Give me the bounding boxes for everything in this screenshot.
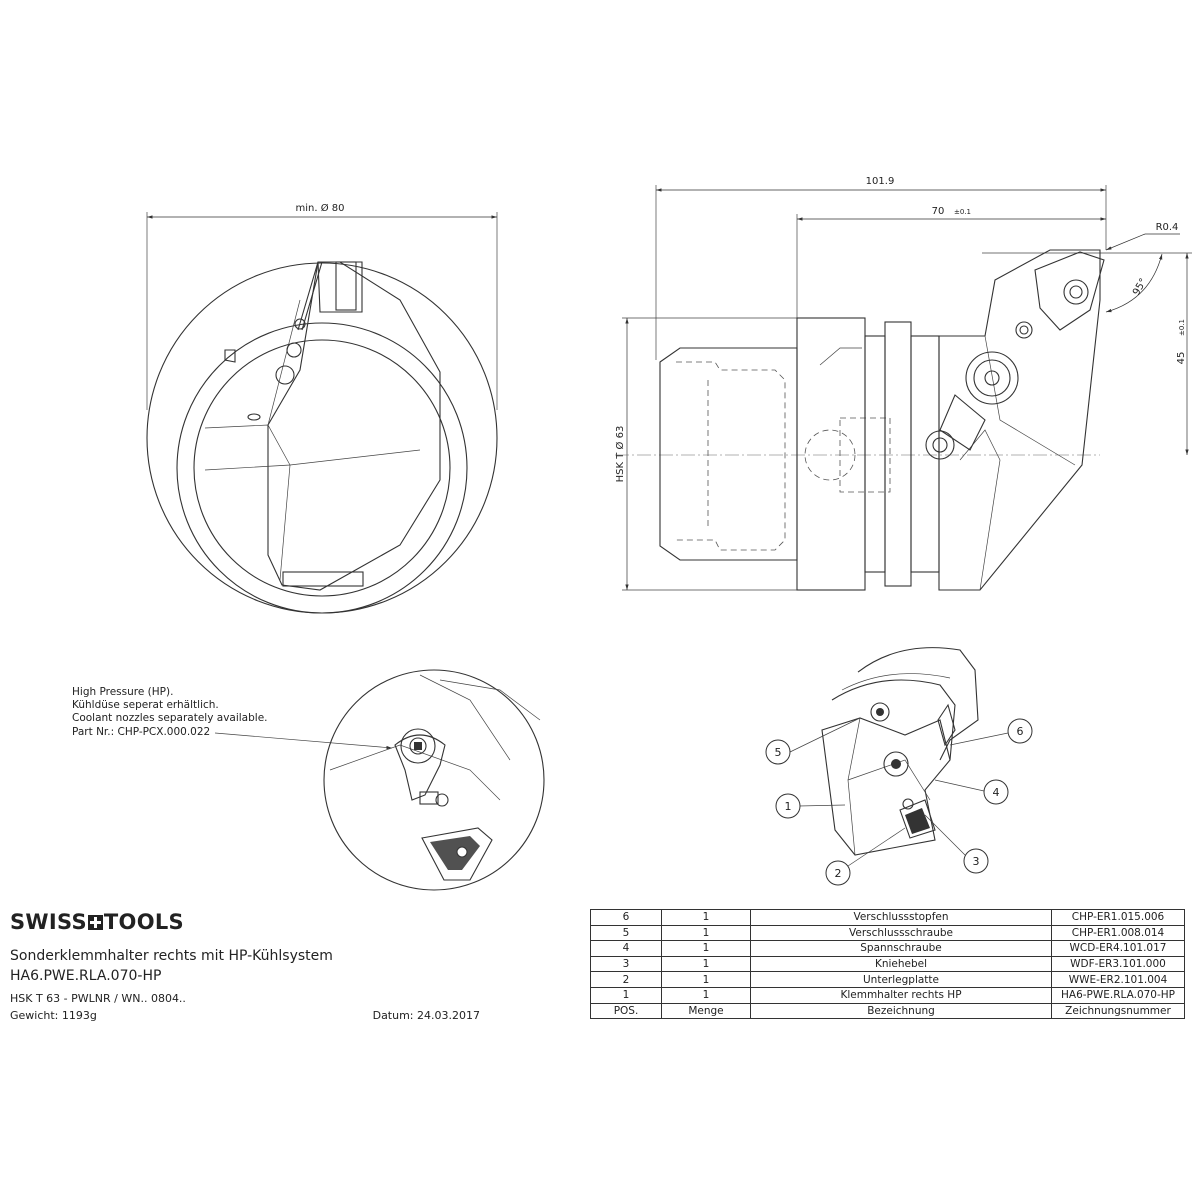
cell-pos: 4 — [590, 940, 662, 957]
date: Datum: 24.03.2017 — [372, 1009, 480, 1022]
table-row: 5 1 Verschlussschraube CHP-ER1.008.014 — [590, 924, 1185, 942]
brand-left: SWISS — [10, 910, 87, 934]
dim-angle: 95° — [1131, 277, 1149, 298]
cell-qty: 1 — [661, 986, 751, 1004]
cell-name: Verschlussstopfen — [750, 909, 1052, 926]
balloon-2: 2 — [835, 867, 842, 880]
cell-drawing-no: HA6-PWE.RLA.070-HP — [1051, 986, 1185, 1004]
table-row: 4 1 Spannschraube WCD-ER4.101.017 — [590, 940, 1185, 957]
note-line-3: Coolant nozzles separately available. — [72, 712, 268, 724]
balloon-5: 5 — [775, 746, 782, 759]
spec-line: HSK T 63 - PWLNR / WN.. 0804.. — [10, 992, 186, 1005]
parts-table: 6 1 Verschlussstopfen CHP-ER1.015.006 5 … — [590, 909, 1185, 1020]
dim-length-70: 70 — [932, 206, 945, 217]
iso-view: 5 1 2 3 4 6 — [765, 647, 1033, 886]
cell-pos: 2 — [590, 971, 662, 988]
dim-hsk-diameter: HSK T Ø 63 — [614, 426, 626, 483]
header-name: Bezeichnung — [750, 1002, 1052, 1020]
cell-name: Kniehebel — [750, 955, 1052, 973]
cell-name: Klemmhalter rechts HP — [750, 986, 1052, 1004]
cell-qty: 1 — [661, 940, 751, 957]
weight: Gewicht: 1193g — [10, 1009, 97, 1022]
dim-min-diameter: min. Ø 80 — [296, 202, 345, 214]
table-row: 1 1 Klemmhalter rechts HP HA6-PWE.RLA.07… — [590, 986, 1185, 1004]
header-pos: POS. — [590, 1002, 662, 1020]
cell-qty: 1 — [661, 924, 751, 942]
note-line-1: High Pressure (HP). — [72, 686, 173, 698]
cell-name: Spannschraube — [750, 940, 1052, 957]
cell-pos: 6 — [590, 909, 662, 926]
weight-date-row: Gewicht: 1193g Datum: 24.03.2017 — [10, 1009, 480, 1022]
cell-qty: 1 — [661, 909, 751, 926]
cell-name: Verschlussschraube — [750, 924, 1052, 942]
cell-name: Unterlegplatte — [750, 971, 1052, 988]
cell-drawing-no: WDF-ER3.101.000 — [1051, 955, 1185, 973]
cell-qty: 1 — [661, 971, 751, 988]
brand-logo: SWISS TOOLS — [10, 908, 480, 936]
title-block: SWISS TOOLS Sonderklemmhalter rechts mit… — [10, 908, 480, 1022]
cell-qty: 1 — [661, 955, 751, 973]
dim-length-total: 101.9 — [866, 176, 895, 187]
balloon-3: 3 — [973, 855, 980, 868]
table-row: 3 1 Kniehebel WDF-ER3.101.000 — [590, 955, 1185, 973]
side-view: 101.9 70 ±0.1 R0.4 95° 45 ±0.1 HSK T Ø 6… — [614, 176, 1192, 591]
cell-drawing-no: CHP-ER1.008.014 — [1051, 924, 1185, 942]
dim-radius: R0.4 — [1156, 222, 1179, 233]
header-drawing-no: Zeichnungsnummer — [1051, 1002, 1185, 1020]
cell-pos: 3 — [590, 955, 662, 973]
table-header-row: POS. Menge Bezeichnung Zeichnungsnummer — [590, 1002, 1185, 1020]
cell-drawing-no: CHP-ER1.015.006 — [1051, 909, 1185, 926]
balloon-1: 1 — [785, 800, 792, 813]
swiss-cross-icon — [87, 914, 103, 930]
header-qty: Menge — [661, 1002, 751, 1020]
dim-height-45: 45 — [1176, 352, 1187, 365]
balloon-6: 6 — [1017, 725, 1024, 738]
cell-drawing-no: WCD-ER4.101.017 — [1051, 940, 1185, 957]
front-view: min. Ø 80 — [146, 202, 498, 614]
dim-height-45-tol: ±0.1 — [1178, 319, 1186, 336]
table-row: 6 1 Verschlussstopfen CHP-ER1.015.006 — [590, 909, 1185, 926]
detail-view: High Pressure (HP). Kühldüse seperat erh… — [72, 669, 545, 891]
dim-length-70-tol: ±0.1 — [954, 208, 971, 216]
note-line-2: Kühldüse seperat erhältlich. — [72, 699, 219, 711]
cell-drawing-no: WWE-ER2.101.004 — [1051, 971, 1185, 988]
cell-pos: 5 — [590, 924, 662, 942]
cell-pos: 1 — [590, 986, 662, 1004]
table-row: 2 1 Unterlegplatte WWE-ER2.101.004 — [590, 971, 1185, 988]
balloon-4: 4 — [993, 786, 1000, 799]
note-line-4: Part Nr.: CHP-PCX.000.022 — [72, 726, 210, 738]
brand-right: TOOLS — [103, 910, 184, 934]
article-code: HA6.PWE.RLA.070-HP — [10, 968, 162, 984]
drawing-description: Sonderklemmhalter rechts mit HP-Kühlsyst… — [10, 948, 333, 964]
